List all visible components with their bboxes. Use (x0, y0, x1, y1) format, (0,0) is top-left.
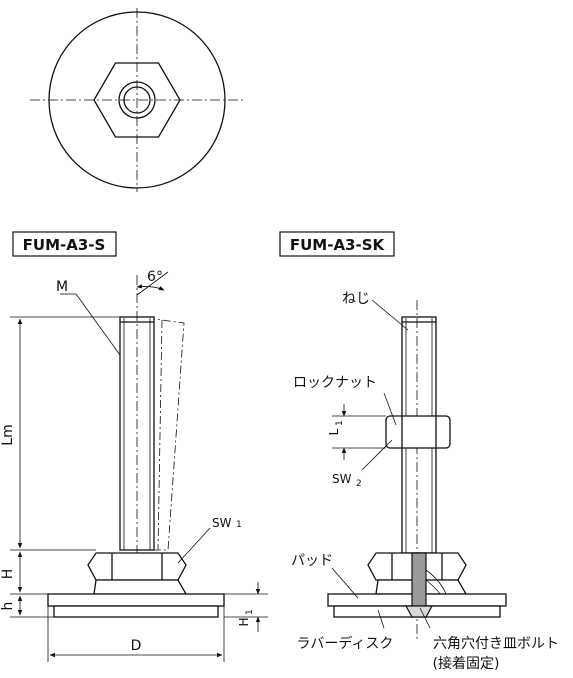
rubber-base-left (47, 593, 225, 607)
svg-text:1: 1 (335, 420, 345, 426)
rubber-disc-left (53, 605, 219, 618)
label-bolt: 六角穴付き皿ボルト (433, 636, 559, 652)
side-view-left (10, 271, 268, 662)
title-right-text: FUM-A3-SK (290, 236, 386, 254)
label-diameter: D (131, 638, 142, 654)
title-left: FUM-A3-S (12, 231, 117, 257)
svg-text:H: H (237, 617, 251, 626)
label-locknut: ロックナット (293, 375, 377, 391)
label-thread-m: M (56, 279, 68, 295)
title-right: FUM-A3-SK (279, 231, 395, 257)
svg-text:L: L (327, 428, 341, 435)
pad-left (93, 579, 188, 595)
label-angle: 6° (147, 269, 163, 285)
label-lm: Lm (0, 424, 16, 445)
svg-text:SW: SW (212, 516, 232, 530)
lock-nut (385, 415, 451, 449)
label-l1: L 1 (327, 420, 345, 435)
top-view (30, 8, 243, 192)
title-left-text: FUM-A3-S (23, 236, 106, 254)
label-screw: ねじ (342, 291, 370, 307)
side-view-right (327, 299, 507, 640)
label-h-upper: H (0, 569, 16, 580)
label-h1: H 1 (237, 609, 255, 626)
label-bolt-note: (接着固定) (433, 655, 500, 672)
label-pad: パッド (291, 553, 333, 569)
svg-text:1: 1 (245, 609, 255, 615)
svg-text:SW: SW (332, 472, 352, 486)
label-sw2: SW 2 (332, 472, 362, 489)
label-sw1: SW 1 (212, 516, 242, 530)
label-h-lower: h (0, 602, 16, 611)
hex-nut-sw1 (87, 552, 187, 581)
countersunk-bolt (411, 552, 427, 607)
svg-text:1: 1 (236, 520, 242, 530)
label-rubber-disc: ラバーディスク (297, 635, 394, 652)
svg-text:2: 2 (356, 479, 362, 489)
